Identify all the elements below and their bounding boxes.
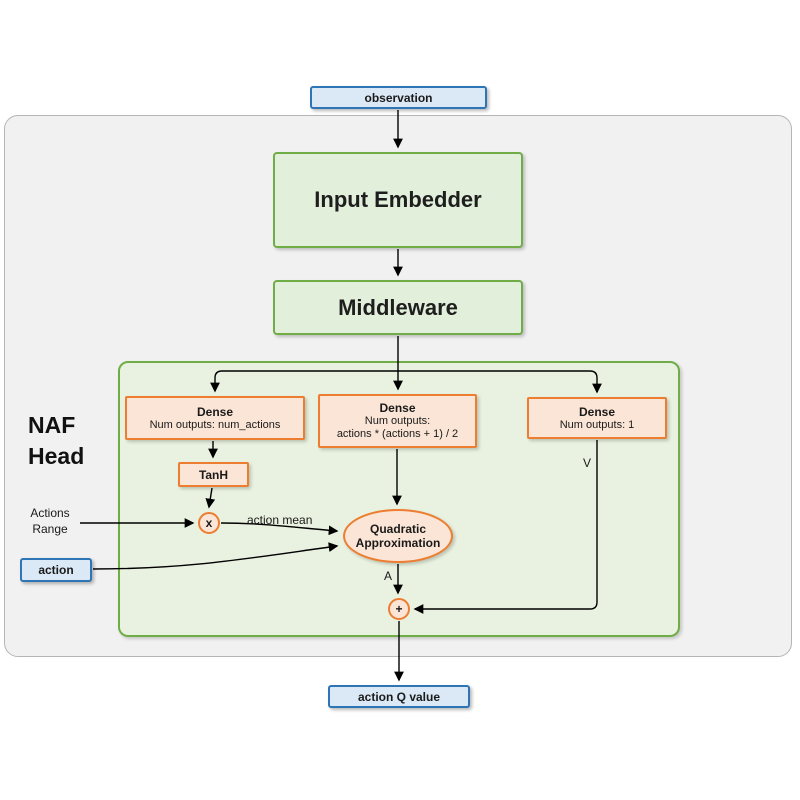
tanh-label: TanH	[198, 467, 229, 482]
dense-value-box: Dense Num outputs: 1	[527, 397, 667, 439]
plus-label: +	[395, 602, 403, 616]
dense-num-actions-subtitle: Num outputs: num_actions	[149, 418, 281, 431]
dense-matrix-subtitle2: actions * (actions + 1) / 2	[336, 428, 459, 440]
naf-head-label-line2: Head	[28, 443, 85, 469]
quadratic-label-line1: Quadratic	[369, 522, 426, 536]
tanh-box: TanH	[178, 462, 249, 487]
quadratic-label-line2: Approximation	[355, 536, 441, 550]
actions-range-line1: Actions	[30, 506, 70, 520]
observation-label: observation	[364, 90, 433, 105]
actions-range-label: Actions Range	[22, 505, 78, 537]
action-q-value-box: action Q value	[328, 685, 470, 708]
middleware-label: Middleware	[338, 294, 458, 320]
quadratic-approximation-ellipse: Quadratic Approximation	[343, 509, 453, 563]
naf-head-label: NAF Head	[28, 410, 84, 472]
naf-head-label-line1: NAF	[28, 412, 76, 438]
dense-value-title: Dense	[578, 404, 616, 419]
dense-value-subtitle: Num outputs: 1	[559, 418, 635, 431]
multiply-node: x	[198, 512, 220, 534]
dense-matrix-subtitle1: Num outputs:	[364, 415, 431, 427]
dense-num-actions-title: Dense	[196, 404, 234, 419]
advantage-label: A	[384, 569, 393, 583]
observation-box: observation	[310, 86, 487, 109]
action-box: action	[20, 558, 92, 582]
action-label: action	[38, 563, 74, 577]
dense-matrix-title: Dense	[379, 401, 416, 415]
dense-num-actions-box: Dense Num outputs: num_actions	[125, 396, 305, 440]
state-value-label: V	[583, 456, 592, 470]
input-embedder-label: Input Embedder	[314, 187, 482, 212]
input-embedder-box: Input Embedder	[273, 152, 523, 248]
dense-matrix-box: Dense Num outputs: actions * (actions + …	[318, 394, 477, 448]
action-q-value-label: action Q value	[357, 689, 441, 704]
multiply-label: x	[205, 516, 213, 530]
action-mean-label: action mean	[247, 513, 313, 527]
middleware-box: Middleware	[273, 280, 523, 335]
plus-node: +	[388, 598, 410, 620]
actions-range-line2: Range	[32, 522, 68, 536]
